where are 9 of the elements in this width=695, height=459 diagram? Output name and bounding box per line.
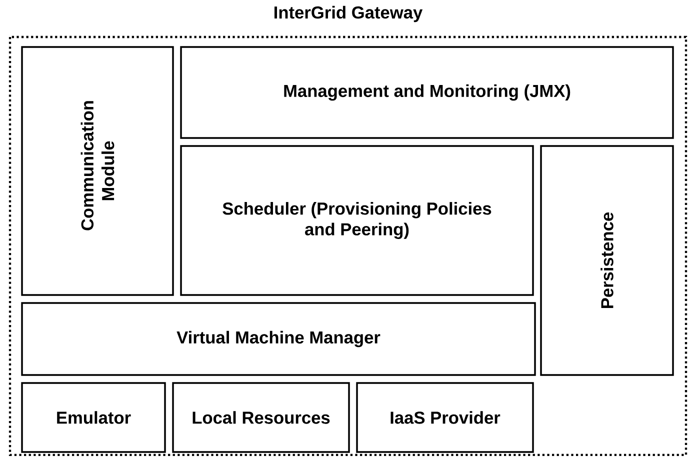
module-box: Local Resources	[172, 382, 350, 453]
module-box: Persistence	[540, 145, 674, 376]
module-box: Management and Monitoring (JMX)	[180, 46, 674, 139]
frame-title: InterGrid Gateway	[274, 6, 423, 22]
module-box: Communication Module	[21, 46, 174, 296]
module-box: Emulator	[21, 382, 166, 453]
module-box: IaaS Provider	[356, 382, 534, 453]
module-box: Virtual Machine Manager	[21, 302, 536, 376]
module-box: Scheduler (Provisioning Policies and Peering)	[180, 145, 534, 296]
